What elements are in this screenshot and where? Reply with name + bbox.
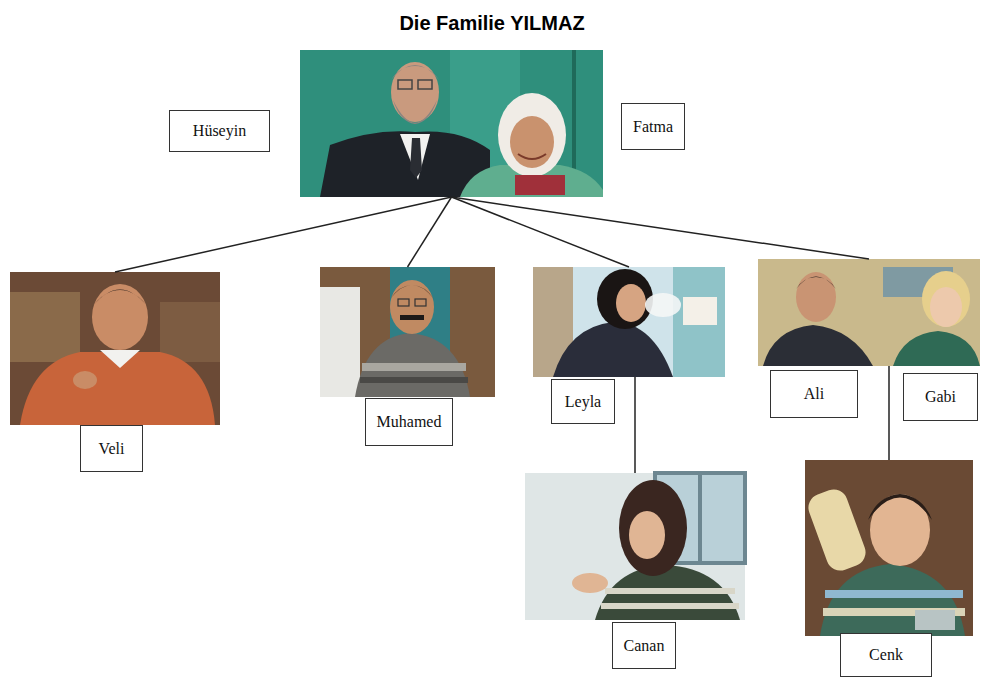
headscarf <box>498 93 566 177</box>
shirt <box>595 565 740 620</box>
window-bar <box>698 473 702 563</box>
wall <box>673 267 725 377</box>
glasses <box>415 299 426 306</box>
name-label: Leyla <box>551 379 615 424</box>
family-line <box>634 377 636 473</box>
stripe <box>362 363 466 371</box>
photo-ground <box>533 267 725 377</box>
face <box>796 272 836 322</box>
family-photo-node: Canan <box>525 473 745 620</box>
tie <box>410 138 422 178</box>
hair <box>796 277 836 290</box>
name-label: Veli <box>80 425 143 472</box>
name-label: Cenk <box>840 633 932 677</box>
glasses <box>418 80 432 89</box>
face <box>92 284 148 350</box>
veli-photo <box>10 272 220 425</box>
stripe <box>825 590 963 598</box>
hair <box>391 65 439 80</box>
photo-ground <box>525 473 745 620</box>
beard <box>393 100 437 124</box>
couple-photo <box>758 259 980 366</box>
smile <box>518 154 546 159</box>
name-label: Canan <box>612 622 676 669</box>
cabinet <box>160 302 220 362</box>
suit <box>320 131 490 197</box>
photo-ground <box>805 460 973 636</box>
mustache <box>400 315 424 320</box>
family-photo-node: Muhamed <box>320 267 495 397</box>
glass <box>915 610 955 630</box>
face <box>391 62 439 122</box>
hair <box>619 480 687 576</box>
stripe <box>360 377 468 383</box>
family-line <box>452 197 630 267</box>
picture <box>683 297 717 325</box>
family-line <box>452 197 870 259</box>
muhamed-photo <box>320 267 495 397</box>
name-label: Ali <box>770 370 858 418</box>
glasses <box>398 80 412 89</box>
stripe <box>601 603 739 609</box>
top <box>893 331 980 366</box>
shirt <box>400 134 430 180</box>
family-line <box>888 366 890 460</box>
name-label: Gabi <box>903 373 978 421</box>
hair <box>390 285 434 299</box>
shelf <box>10 292 80 362</box>
book <box>515 175 565 195</box>
photo-ground <box>758 259 980 366</box>
leyla-photo <box>533 267 725 377</box>
collar <box>100 350 140 368</box>
name-label: Fatma <box>621 103 685 150</box>
family-line <box>408 197 452 267</box>
hair <box>868 494 932 520</box>
parents-photo <box>300 50 603 197</box>
hair <box>922 271 970 327</box>
family-photo-node: Veli <box>10 272 220 425</box>
fridge <box>320 287 360 397</box>
smoke <box>645 293 681 317</box>
photo-ground <box>10 272 220 425</box>
face <box>510 116 554 168</box>
family-photo-node: HüseyinFatma <box>300 50 603 197</box>
family-photo-node: Cenk <box>805 460 973 636</box>
sweater <box>355 333 470 397</box>
face <box>930 287 962 327</box>
hand <box>73 371 97 389</box>
face <box>629 511 665 559</box>
photo-ground <box>300 50 603 197</box>
hair <box>597 269 653 329</box>
family-photo-node: AliGabi <box>758 259 980 366</box>
stripe <box>605 588 735 594</box>
name-label: Hüseyin <box>169 110 270 152</box>
family-photo-node: Leyla <box>533 267 725 377</box>
shirt <box>763 325 873 366</box>
name-label: Muhamed <box>365 398 453 446</box>
photo-ground <box>320 267 495 397</box>
shirt <box>820 564 965 636</box>
family-line <box>115 197 452 272</box>
face <box>616 284 646 322</box>
glasses <box>398 299 409 306</box>
canan-photo <box>525 473 745 620</box>
hair <box>92 290 148 308</box>
wrap <box>805 486 870 575</box>
blouse <box>553 322 673 377</box>
face <box>390 280 434 334</box>
cenk-photo <box>805 460 973 636</box>
diagram-title: Die Familie YILMAZ <box>0 12 984 35</box>
hands <box>572 573 608 593</box>
